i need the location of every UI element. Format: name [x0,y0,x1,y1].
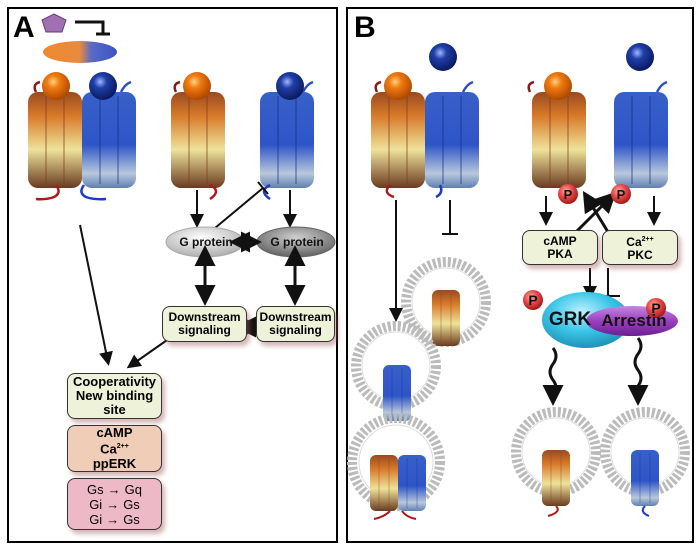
ligand-pentagon [41,13,67,33]
switch-to: Gq [124,481,142,497]
phospho-circle [611,184,631,204]
phospho-label: P [563,187,573,202]
switch-to: Gs [123,511,140,527]
messenger-pperk: ppERK [92,455,137,471]
phospho-circle [558,184,578,204]
vesicle-blue-b [600,407,690,517]
arrestin-label: Arrestin [601,311,667,330]
calcium-label: Ca2++ [603,233,677,249]
receptor-heterodimer-b [370,43,480,199]
calcium-charge: 2++ [116,443,129,451]
vesicle-heterodimer [347,413,445,520]
camp-pka-box: cAMP PKA [522,230,598,265]
downstream-right-line2: signaling [269,323,322,337]
receptor-orange-b [527,72,587,189]
downstream-right-line1: Downstream [259,310,332,324]
cooperativity-box: Cooperativity New binding site [67,373,162,419]
phospho-label: P [616,187,626,202]
downstream-signaling-left: Downstream signaling [162,306,247,342]
messenger-calcium: Ca2++ [68,440,161,456]
switch-from: Gi [89,511,103,527]
grk-label: GRK [548,309,592,330]
vesicle-orange [401,257,491,347]
switch-arrow: → [106,496,120,512]
second-messenger-box: cAMP Ca2++ ppERK [67,425,162,472]
pka-label: PKA [547,246,573,261]
receptor-blue-b [613,43,669,189]
calcium-charge: 2++ [641,236,654,243]
calcium-base: Ca [626,235,642,249]
calcium-base: Ca [100,441,117,457]
receptor-blue-monomer [259,72,315,201]
switch-row: Gi→Gs [68,497,161,512]
vesicle-blue [351,321,441,422]
inhibition-bar-icon [75,20,110,36]
ca-pkc-box: Ca2++ PKC [602,230,678,265]
downstream-left-line1: Downstream [168,310,241,324]
allosteric-modulator [43,41,117,63]
cooperativity-line3: site [103,402,126,417]
cooperativity-line2: New binding [75,388,154,403]
receptor-orange-monomer [170,72,226,201]
downstream-left-line2: signaling [178,323,231,337]
receptor-heterodimer [27,72,137,201]
pkc-label: PKC [627,248,653,262]
cooperativity-line1: Cooperativity [72,374,157,389]
switch-row: Gs→Gq [68,482,161,497]
switch-row: Gi→Gs [68,512,161,527]
camp-label: cAMP [543,233,577,248]
switch-from: Gs [87,481,104,497]
phospho-label: P [528,292,538,308]
switch-arrow: → [107,481,121,497]
grk-protein [542,292,630,348]
messenger-camp: cAMP [96,425,133,441]
switch-from: Gi [89,496,103,512]
phospho-circle [646,298,666,318]
downstream-signaling-right: Downstream signaling [256,306,335,342]
g-protein-right-label: G protein [270,235,324,249]
g-protein-left-label: G protein [179,235,233,249]
phospho-circle [523,290,543,310]
panel-a-label: A [13,11,35,44]
switch-arrow: → [106,511,120,527]
panel-b-label: B [354,11,376,44]
vesicle-orange-b [511,407,601,517]
phospho-label: P [651,300,661,316]
g-protein-switch-box: Gs→Gq Gi→Gs Gi→Gs [67,478,162,530]
switch-to: Gs [123,496,140,512]
